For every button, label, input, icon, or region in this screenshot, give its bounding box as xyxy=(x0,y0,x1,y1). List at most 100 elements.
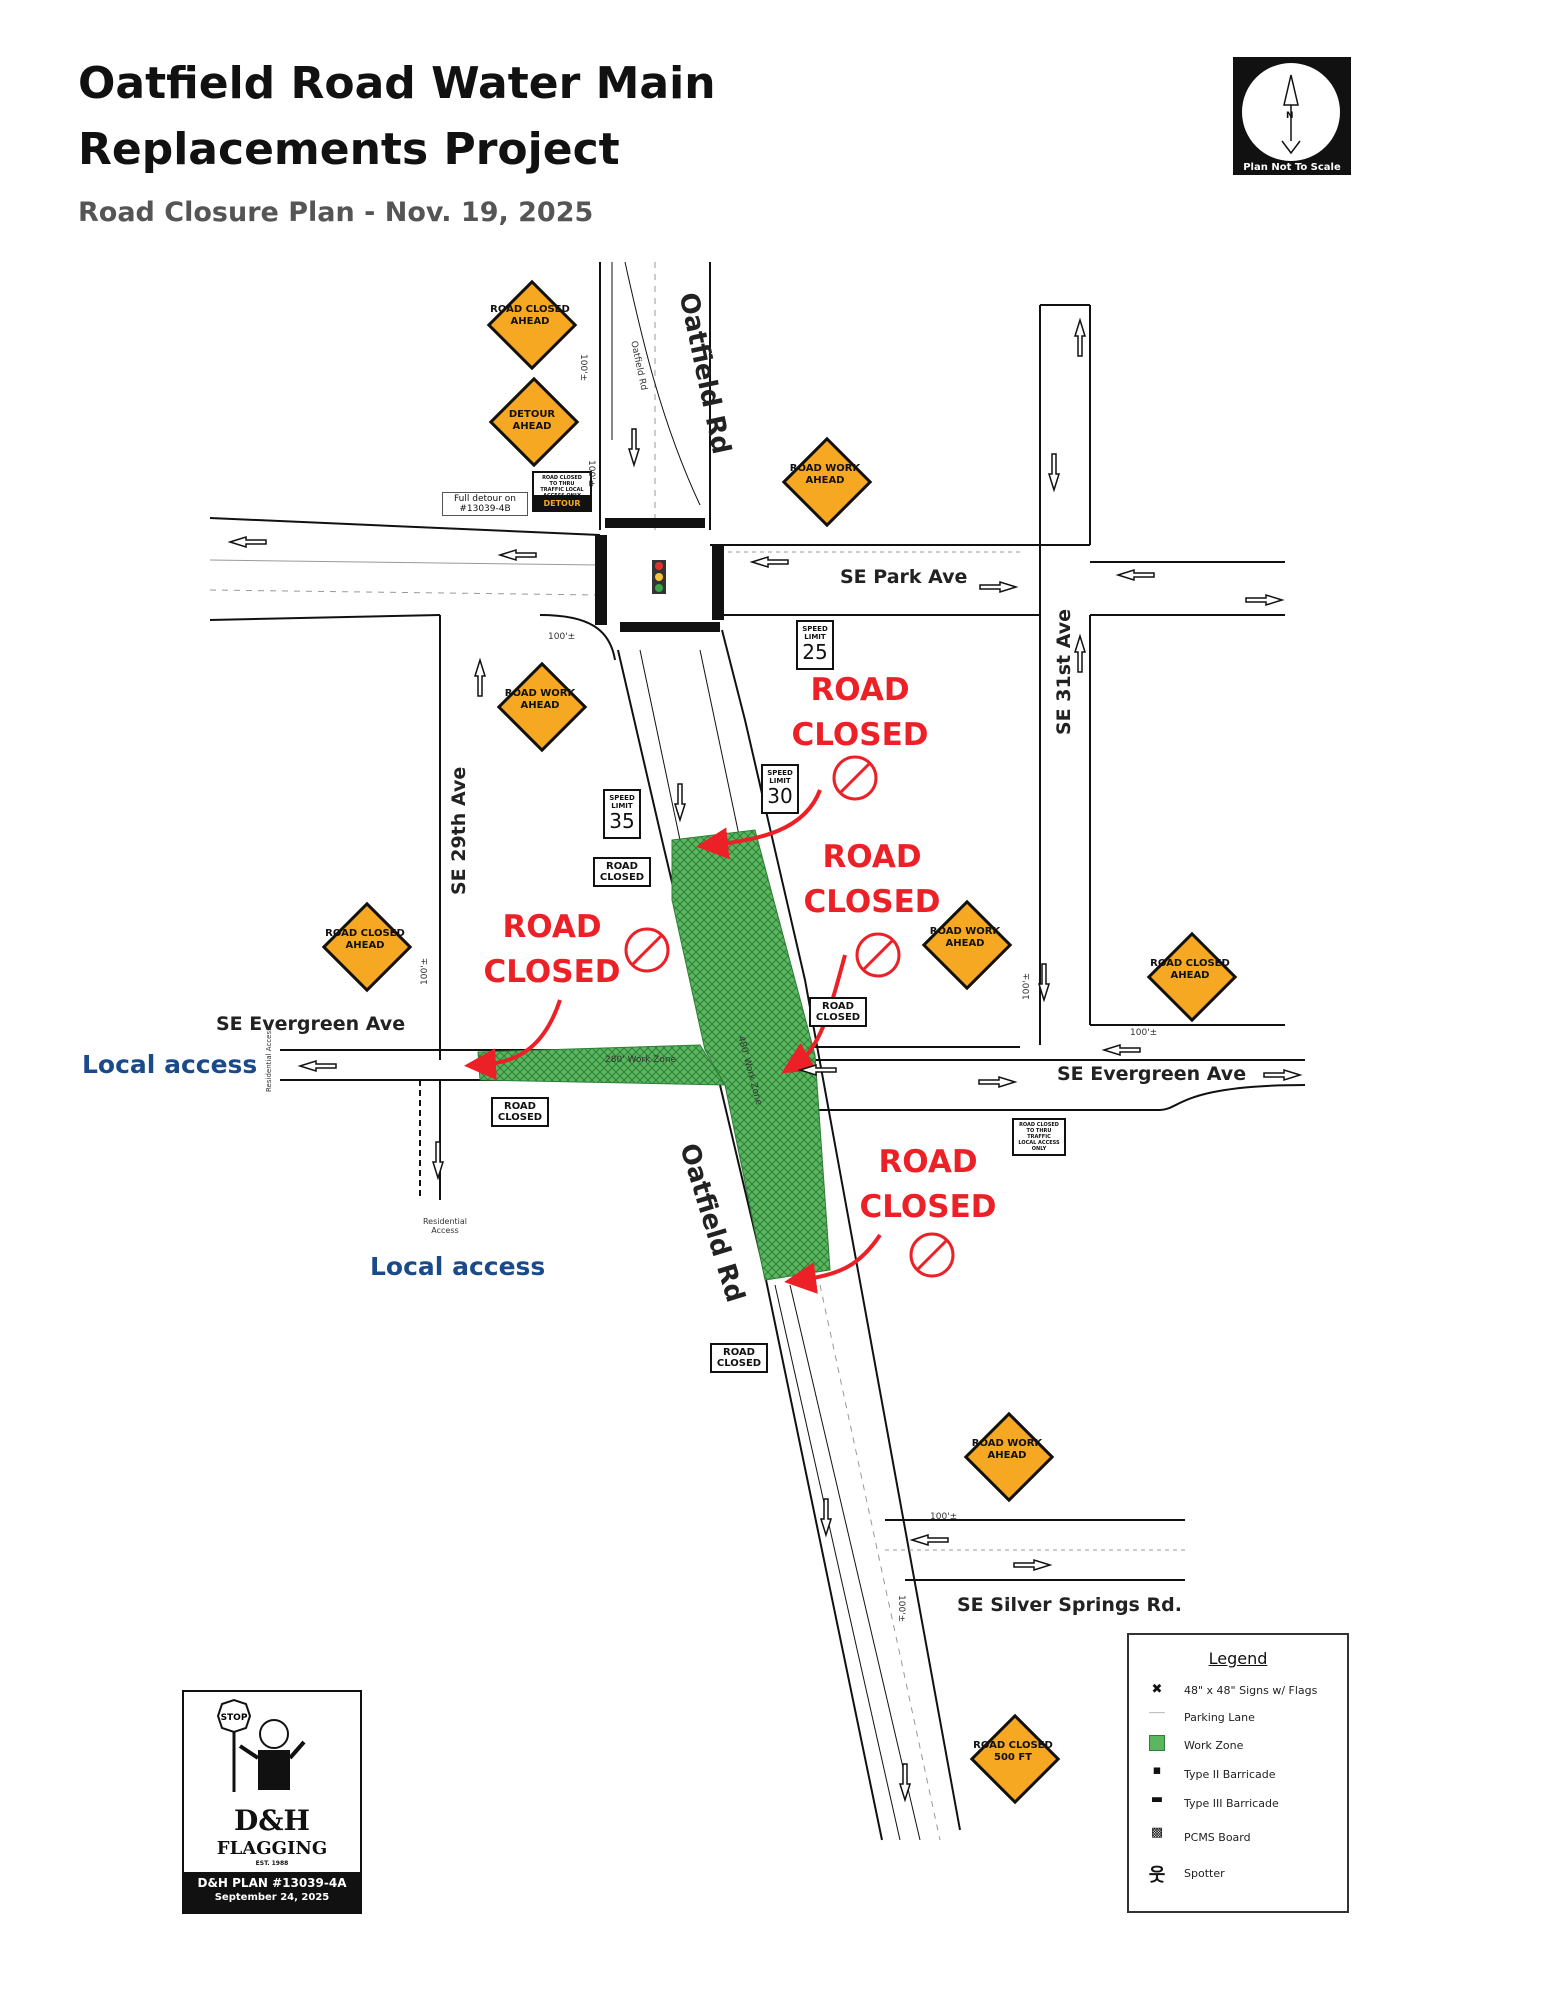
speed-limit-value: 30 xyxy=(767,784,793,808)
detour-sign: DETOUR xyxy=(532,495,592,512)
oatfield-rd-north xyxy=(599,261,711,530)
legend-item-label: Spotter xyxy=(1184,1867,1225,1880)
road-closed-line1: ROAD xyxy=(810,672,910,708)
legend-item-label: Type III Barricade xyxy=(1184,1797,1279,1810)
legend-item-label: PCMS Board xyxy=(1184,1831,1251,1844)
lane-arrows xyxy=(227,317,1303,1803)
speed-limit-sign-35: SPEED LIMIT 35 xyxy=(603,789,641,839)
spotter-icon: 웃 xyxy=(1148,1865,1166,1886)
company-logo: STOP D&H FLAGGING EST. 1988 D&H PLAN #13… xyxy=(182,1690,362,1914)
full-detour-note: Full detour on #13039-4B xyxy=(442,492,528,516)
compass-caption: Plan Not To Scale xyxy=(1243,162,1341,173)
plan-id: D&H PLAN #13039-4A xyxy=(197,1876,347,1890)
street-label-se-31st: SE 31st Ave xyxy=(1053,608,1075,735)
road-closed-label-evergreen: ROAD CLOSED xyxy=(452,905,652,995)
residential-access-label-1: Residential Access xyxy=(265,1027,273,1092)
road-closed-barricade-sign: ROAD CLOSED xyxy=(593,857,651,887)
road-closed-label-silver-springs: ROAD CLOSED xyxy=(828,1140,1028,1230)
crosswalks xyxy=(595,518,724,632)
silver-springs-rd xyxy=(885,1519,1185,1581)
speed-limit-value: 25 xyxy=(802,640,828,664)
street-label-evergreen-east: SE Evergreen Ave xyxy=(1057,1063,1247,1085)
sign-text: ROAD CLOSED AHEAD xyxy=(325,928,405,951)
speed-limit-label: SPEED LIMIT xyxy=(802,625,828,641)
park-ave-west xyxy=(209,517,616,1060)
legend-item-label: Work Zone xyxy=(1184,1739,1244,1752)
distance-marker: 100'± xyxy=(578,354,588,382)
distance-marker: 100'± xyxy=(1022,972,1032,1000)
stop-sign-text: STOP xyxy=(221,1713,248,1723)
no-entry-icons xyxy=(624,755,955,1278)
page-subtitle: Road Closure Plan - Nov. 19, 2025 xyxy=(78,197,594,228)
speed-limit-sign-30: SPEED LIMIT 30 xyxy=(761,764,799,814)
road-closed-line1: ROAD xyxy=(822,839,922,875)
parking-lane-icon: ┈┈ xyxy=(1149,1706,1165,1721)
distance-marker: 100'± xyxy=(930,1512,958,1522)
page-title-line-2: Replacements Project xyxy=(78,124,620,175)
compass-circle: N xyxy=(1242,63,1340,161)
distance-marker: 100'± xyxy=(1130,1028,1158,1038)
sign-text: ROAD CLOSED AHEAD xyxy=(490,304,570,327)
legend: Legend ✖ 48" x 48" Signs w/ Flags ┈┈ Par… xyxy=(1127,1633,1349,1913)
flagger-mascot-icon: STOP xyxy=(216,1698,306,1792)
north-arrow: N Plan Not To Scale xyxy=(1233,57,1351,175)
street-label-park-ave: SE Park Ave xyxy=(840,566,968,588)
sign-text: ROAD WORK AHEAD xyxy=(504,688,576,711)
sign-text: ROAD WORK AHEAD xyxy=(971,1438,1043,1461)
page-title-line-1: Oatfield Road Water Main xyxy=(78,58,716,109)
distance-marker: 100'± xyxy=(420,957,430,985)
distance-marker: 100'± xyxy=(896,1595,906,1623)
north-arrow-icon xyxy=(1281,74,1301,155)
sign-text: DETOUR AHEAD xyxy=(508,409,556,432)
road-closed-line2: CLOSED xyxy=(803,884,941,920)
road-closed-barricade-sign: ROAD CLOSED xyxy=(710,1343,768,1373)
road-closed-line2: CLOSED xyxy=(859,1189,997,1225)
work-zone-icon xyxy=(1147,1735,1167,1755)
road-closed-barricade-sign: ROAD CLOSED xyxy=(491,1097,549,1127)
type-iii-barricade-icon: ▬ xyxy=(1150,1792,1164,1807)
speed-limit-label: SPEED LIMIT xyxy=(609,794,635,810)
sign-text: ROAD CLOSED 500 FT xyxy=(973,1740,1053,1763)
street-label-silver-springs: SE Silver Springs Rd. xyxy=(957,1594,1182,1616)
logo-name-line-2: FLAGGING xyxy=(216,1838,328,1859)
speed-limit-label: SPEED LIMIT xyxy=(767,769,793,785)
street-label-evergreen-west: SE Evergreen Ave xyxy=(216,1013,406,1035)
distance-marker: 100'± xyxy=(548,632,576,642)
road-closed-label-park: ROAD CLOSED xyxy=(760,668,960,758)
plan-number: D&H PLAN #13039-4A September 24, 2025 xyxy=(184,1872,360,1912)
road-closed-line1: ROAD xyxy=(502,909,602,945)
compass-letter: N xyxy=(1286,111,1294,121)
distance-marker: 100'± xyxy=(586,460,596,488)
sign-text: ROAD CLOSED AHEAD xyxy=(1150,958,1230,981)
sign-text: ROAD WORK AHEAD xyxy=(789,463,861,486)
park-ave-east xyxy=(710,304,1285,1045)
residential-access-label-2: Residential Access xyxy=(422,1217,468,1235)
road-closed-barricade-sign: ROAD CLOSED xyxy=(809,997,867,1027)
legend-item-label: 48" x 48" Signs w/ Flags xyxy=(1184,1684,1318,1697)
logo-est: EST. 1988 xyxy=(255,1860,289,1867)
street-label-se-29th: SE 29th Ave xyxy=(448,766,470,895)
sign-text: ROAD WORK AHEAD xyxy=(929,926,1001,949)
work-zone-oatfield xyxy=(671,829,831,1281)
work-zone-evergreen xyxy=(477,1044,726,1086)
road-closed-line1: ROAD xyxy=(878,1144,978,1180)
road-closed-line2: CLOSED xyxy=(791,717,929,753)
legend-item-label: Type II Barricade xyxy=(1184,1768,1276,1781)
speed-limit-sign-25: SPEED LIMIT 25 xyxy=(796,620,834,670)
road-closed-line2: CLOSED xyxy=(483,954,621,990)
logo-name-line-1: D&H xyxy=(233,1804,310,1837)
type-ii-barricade-icon: ▪ xyxy=(1152,1763,1162,1778)
plan-date: September 24, 2025 xyxy=(214,1892,330,1903)
legend-title: Legend xyxy=(1208,1649,1268,1668)
legend-item-label: Parking Lane xyxy=(1184,1711,1255,1724)
work-zone-label-evergreen: 280' Work Zone xyxy=(605,1055,677,1065)
speed-limit-value: 35 xyxy=(609,809,635,833)
road-closed-label-oatfield-east: ROAD CLOSED xyxy=(772,835,972,925)
local-access-label-south: Local access xyxy=(370,1252,546,1281)
sign-flag-icon: ✖ xyxy=(1151,1682,1163,1697)
traffic-signal-icon xyxy=(652,560,666,594)
pcms-board-icon: ▩ xyxy=(1150,1825,1164,1840)
local-access-label-west: Local access xyxy=(82,1050,258,1079)
road-closed-local-access-sign: ROAD CLOSED TO THRU TRAFFIC LOCAL ACCESS… xyxy=(1012,1118,1066,1156)
